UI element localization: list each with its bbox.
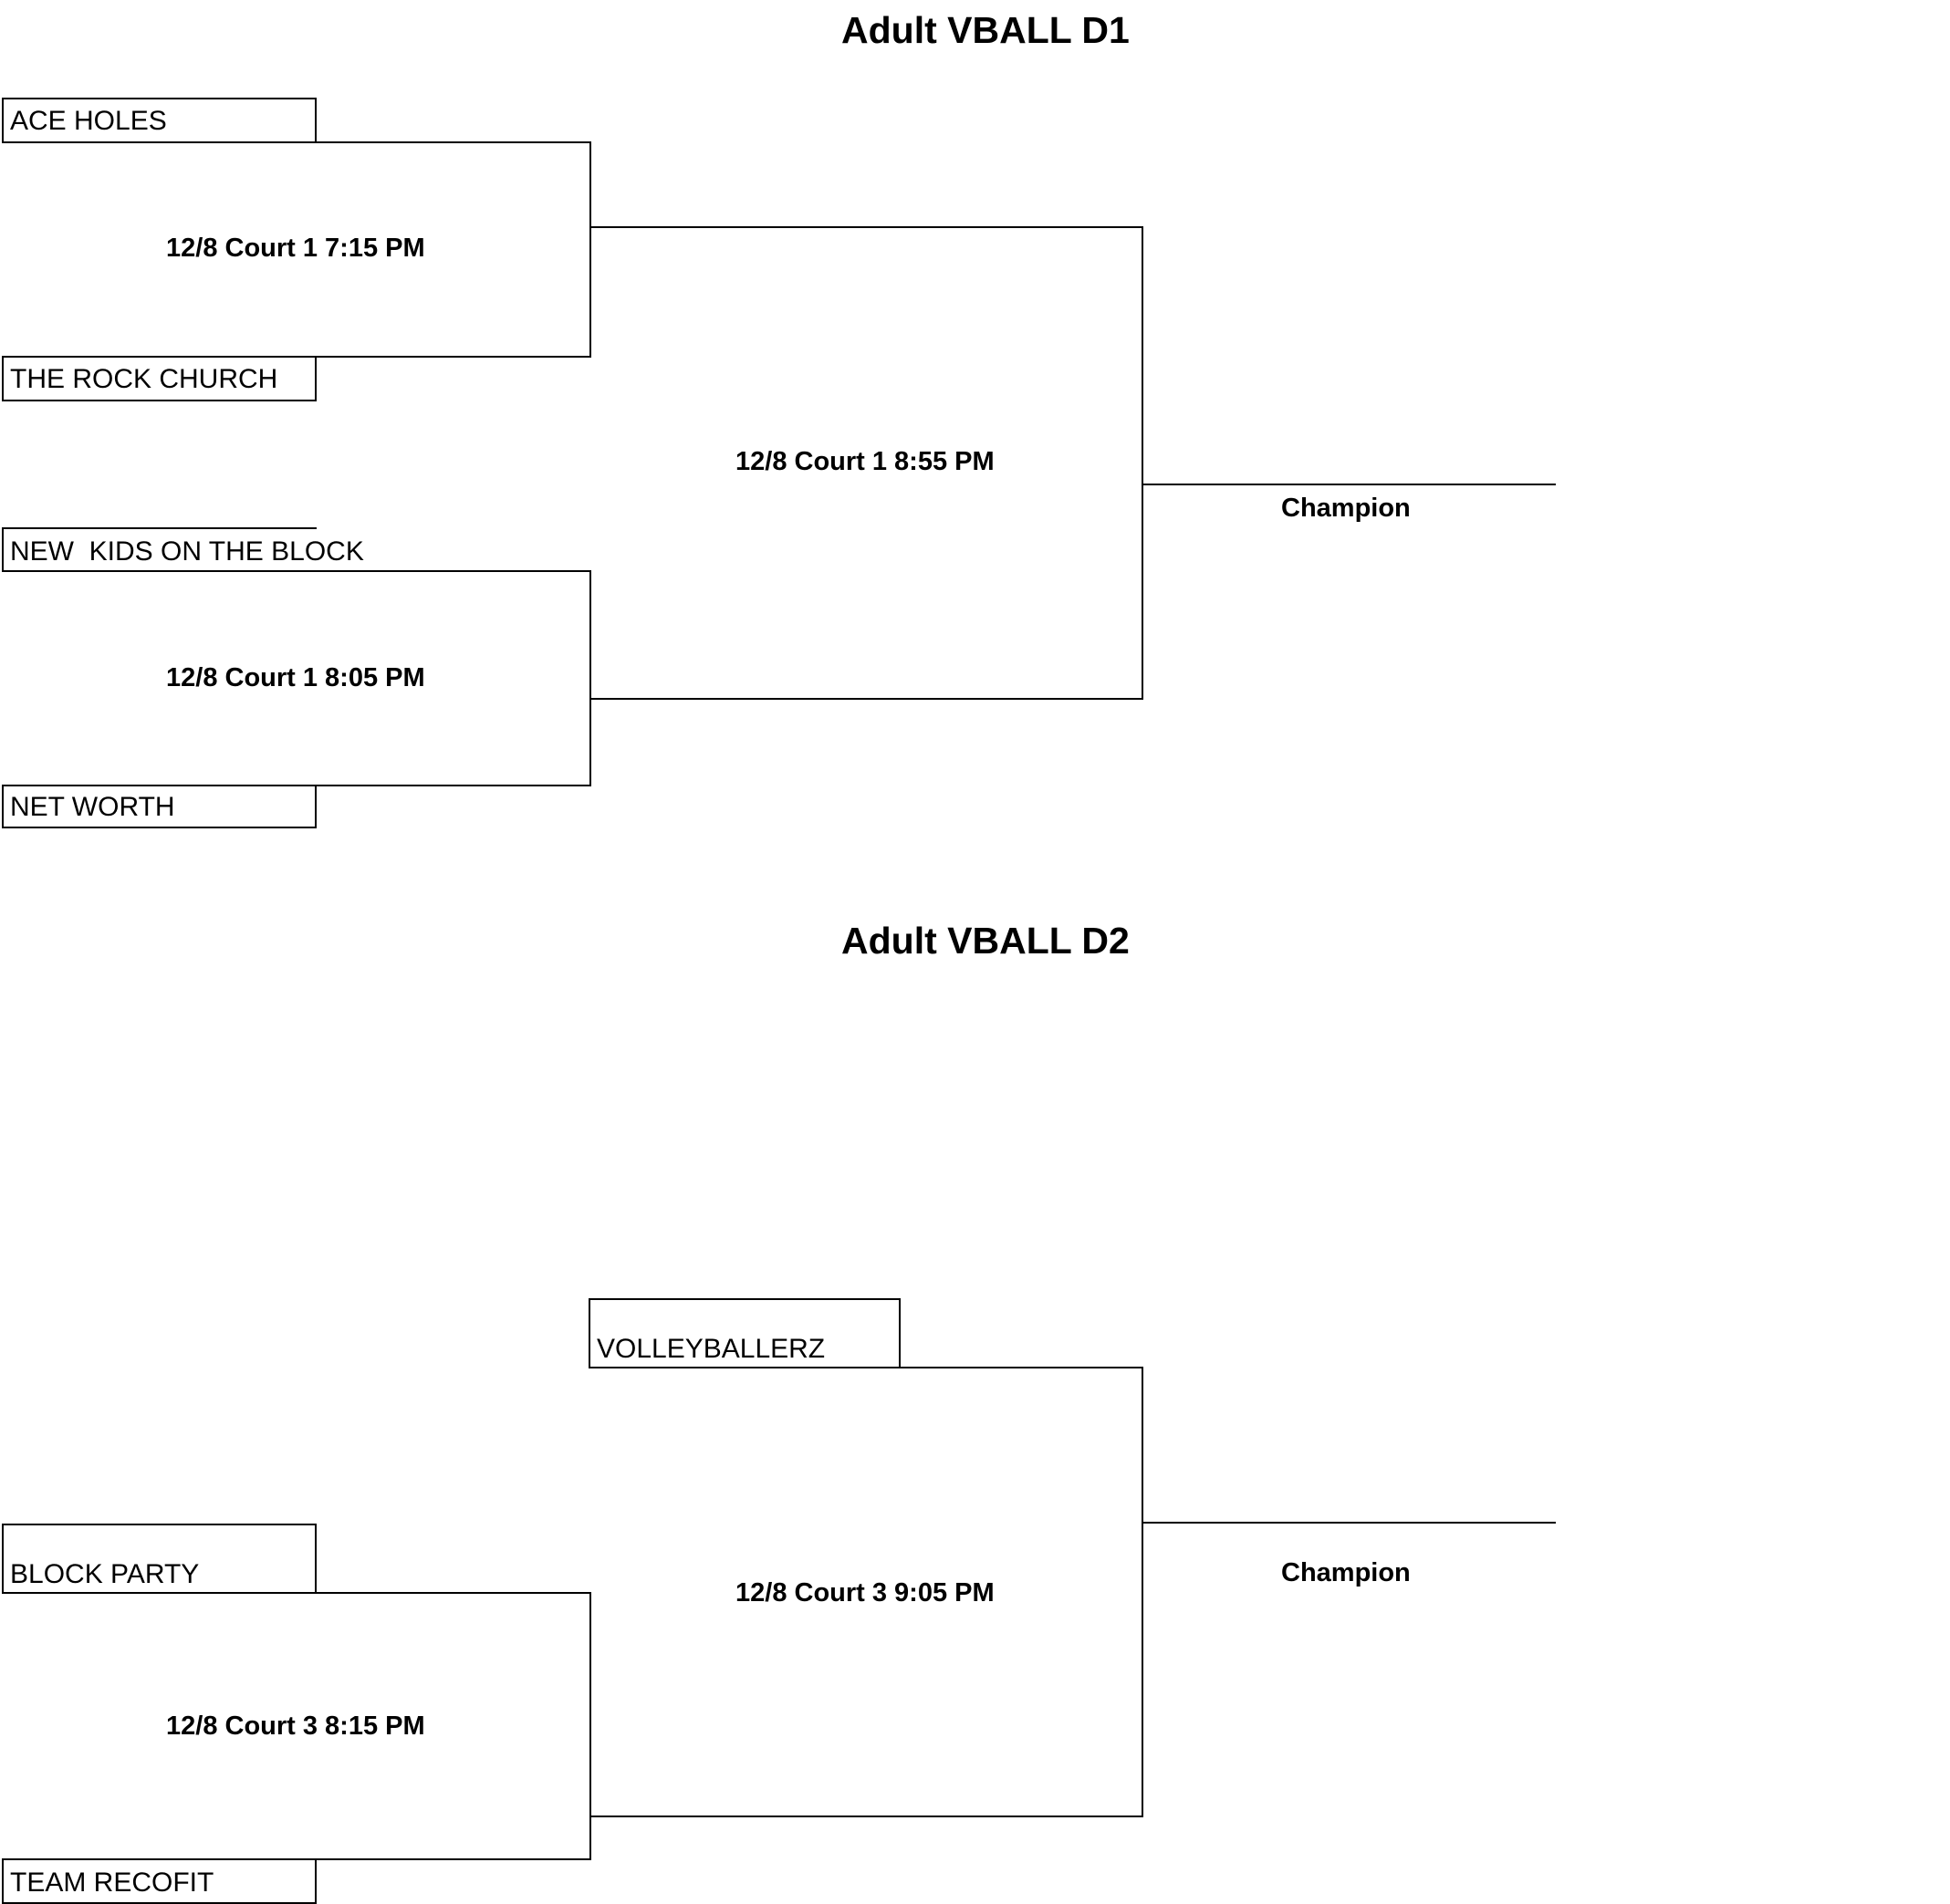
d2-team-1-name: VOLLEYBALLERZ — [597, 1334, 826, 1364]
d2-final-right-line — [1142, 1367, 1143, 1817]
d2-final-bottom-line — [589, 1816, 1143, 1817]
d2-final-top-line — [899, 1367, 1143, 1368]
d1-team-slot-4 — [2, 785, 317, 828]
d1-final-top-line — [589, 226, 1143, 228]
d1-game-2-right-line — [589, 570, 591, 786]
d1-game-1-label: 12/8 Court 1 7:15 PM — [166, 234, 425, 263]
d1-champion-label: Champion — [1281, 494, 1411, 523]
d1-final-game-label: 12/8 Court 1 8:55 PM — [735, 447, 995, 476]
d1-team-4-name: NET WORTH — [10, 792, 175, 822]
d1-game-1-top-line — [315, 141, 591, 143]
d1-game-2-bottom-line — [315, 785, 591, 786]
d2-team-3-name: TEAM RECOFIT — [10, 1868, 214, 1898]
d1-team-slot-1 — [2, 98, 317, 143]
d2-champion-line — [1142, 1522, 1556, 1524]
d1-game-2-top-line — [2, 570, 591, 572]
d1-final-right-line — [1142, 226, 1143, 700]
d1-team-slot-3-top — [2, 527, 317, 529]
d1-team-slot-2 — [2, 356, 317, 401]
d1-game-1-bottom-line — [315, 356, 591, 358]
d2-team-slot-1 — [589, 1298, 901, 1368]
d1-game-1-right-line — [589, 141, 591, 358]
d2-team-2-name: BLOCK PARTY — [10, 1559, 200, 1589]
d1-champion-line — [1142, 484, 1556, 485]
d2-champion-label: Champion — [1281, 1558, 1411, 1587]
d2-game-1-top-line — [315, 1592, 591, 1594]
d1-final-bottom-line — [589, 698, 1143, 700]
d2-team-slot-2 — [2, 1524, 317, 1594]
d2-title: Adult VBALL D2 — [841, 920, 1130, 962]
d1-team-2-name: THE ROCK CHURCH — [10, 364, 278, 394]
d1-title: Adult VBALL D1 — [841, 9, 1130, 51]
d1-team-slot-3-left — [2, 527, 4, 572]
d2-game-1-right-line — [589, 1592, 591, 1860]
d1-team-1-name: ACE HOLES — [10, 106, 167, 136]
d1-team-3-name: NEW KIDS ON THE BLOCK — [10, 536, 364, 567]
d2-game-1-bottom-line — [315, 1858, 591, 1860]
d1-game-2-label: 12/8 Court 1 8:05 PM — [166, 663, 425, 692]
d2-game-1-label: 12/8 Court 3 8:15 PM — [166, 1712, 425, 1741]
d2-final-game-label: 12/8 Court 3 9:05 PM — [735, 1578, 995, 1607]
